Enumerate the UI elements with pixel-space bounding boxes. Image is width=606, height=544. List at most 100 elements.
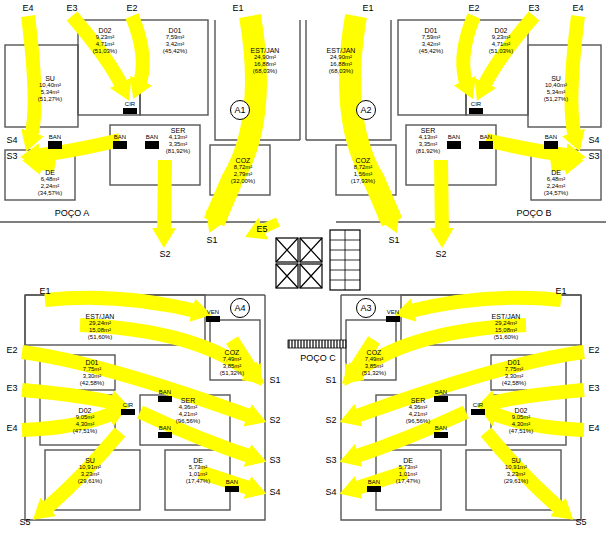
room-label: 9,05m²: [76, 414, 95, 420]
flow-label: S3: [588, 152, 599, 161]
grid-circle: A2: [356, 100, 376, 120]
room-label: (34,57%): [544, 190, 568, 196]
room-label: 3,85m²: [365, 363, 384, 369]
room-label: 4,71m²: [492, 41, 511, 47]
room-label: 4,30m²: [512, 421, 531, 427]
plan-stroke: [288, 340, 346, 348]
room-label: (45,42%): [419, 48, 443, 54]
fixture-label: BAN: [448, 134, 460, 140]
room-label: 4,36m²: [179, 404, 198, 410]
flow-label: S2: [325, 416, 336, 425]
room-label: 5,34m²: [547, 89, 566, 95]
room-label: SU: [511, 457, 521, 464]
circle-label: A2: [360, 106, 371, 115]
room-label: (51,60%): [494, 334, 518, 340]
room-label: (47,51%): [73, 428, 97, 434]
room-label: 29,24m²: [495, 320, 517, 326]
room-label: 8,72m²: [234, 164, 253, 170]
room-label: 5,73m²: [399, 464, 418, 470]
room-label: COZ: [236, 157, 251, 164]
room-label: 4,21m²: [409, 411, 428, 417]
room-label: (34,57%): [38, 190, 62, 196]
room-label: (51,03%): [93, 48, 117, 54]
room-label: 10,91m²: [505, 464, 527, 470]
room-label: EST/JAN: [327, 47, 356, 54]
room-label: 5,34m²: [41, 89, 60, 95]
fixture-label: BAN: [146, 134, 158, 140]
fixture-label: CIR: [471, 101, 481, 107]
room-label: (51,32%): [362, 370, 386, 376]
plan-stroke: [300, 264, 322, 288]
flow-label: E4: [572, 4, 583, 13]
room-label: 9,05m²: [512, 414, 531, 420]
fixture-label: CIR: [123, 402, 133, 408]
room-label: 24,90m²: [330, 54, 352, 60]
room-label: 4,30m²: [76, 421, 95, 427]
flow-label: S5: [575, 518, 586, 527]
room-label: (29,61%): [504, 478, 528, 484]
plan-stroke: [300, 264, 322, 288]
room-label: 3,30m²: [505, 373, 524, 379]
fixture-label: BAN: [114, 134, 126, 140]
room-label: 3,35m²: [169, 141, 188, 147]
room-label: (81,92%): [416, 148, 440, 154]
flow-label: E3: [528, 4, 539, 13]
room-label: (68,03%): [253, 68, 277, 74]
room-label: D02: [99, 27, 112, 34]
fixture-label: VEN: [387, 309, 399, 315]
fixture-label: BAN: [226, 479, 238, 485]
flow-label: S3: [6, 152, 17, 161]
room-label: COZ: [367, 349, 382, 356]
room-label: (51,03%): [489, 48, 513, 54]
room-label: 2,24m²: [41, 183, 60, 189]
room-label: 7,75m²: [83, 366, 102, 372]
room-label: 2,24m²: [547, 183, 566, 189]
flow-label: E4: [588, 424, 599, 433]
left-apartments: [0, 16, 300, 520]
room-label: DE: [193, 457, 203, 464]
right-apartments: [306, 16, 606, 520]
plan-stroke: [276, 264, 298, 288]
flow-label: E2: [468, 4, 479, 13]
circle-label: A3: [360, 304, 371, 313]
room-label: 5,73m²: [189, 464, 208, 470]
fixture-label: VEN: [207, 309, 219, 315]
room-label: SU: [85, 457, 95, 464]
room-label: 7,75m²: [505, 366, 524, 372]
room-label: D01: [425, 27, 438, 34]
room-label: 10,40m²: [545, 82, 567, 88]
room-label: 4,13m²: [169, 134, 188, 140]
room-label: (32,00%): [231, 178, 255, 184]
flow-label: S4: [269, 488, 280, 497]
room-label: 4,21m²: [179, 411, 198, 417]
flow-label: S2: [435, 250, 446, 259]
room-label: (51,60%): [88, 334, 112, 340]
room-label: 9,23m²: [96, 34, 115, 40]
fixture-label: BAN: [159, 425, 171, 431]
room-label: (81,92%): [166, 148, 190, 154]
room-label: 3,30m²: [83, 373, 102, 379]
flow-label: S1: [325, 376, 336, 385]
room-label: 1,01m²: [399, 471, 418, 477]
fixture-label: BAN: [435, 389, 447, 395]
room-label: D01: [86, 359, 99, 366]
flow-label: E1: [39, 287, 50, 296]
flow-label: S2: [269, 416, 280, 425]
room-label: D01: [508, 359, 521, 366]
room-label: 4,36m²: [409, 404, 428, 410]
fixture-label: CIR: [473, 402, 483, 408]
room-label: (42,58%): [502, 380, 526, 386]
flow-label: E1: [555, 287, 566, 296]
room-label: SER: [181, 397, 195, 404]
room-label: 2,79m²: [234, 171, 253, 177]
plan-stroke: [345, 230, 346, 290]
flow-label: S1: [269, 376, 280, 385]
room-label: 3,23m²: [507, 471, 526, 477]
flow-label: E5: [256, 225, 267, 234]
fixture-label: BAN: [159, 389, 171, 395]
room-label: 16,88m²: [330, 61, 352, 67]
room-label: EST/JAN: [492, 313, 521, 320]
room-label: 1,56m²: [354, 171, 373, 177]
flow-label: S4: [588, 136, 599, 145]
room-label: DE: [403, 457, 413, 464]
